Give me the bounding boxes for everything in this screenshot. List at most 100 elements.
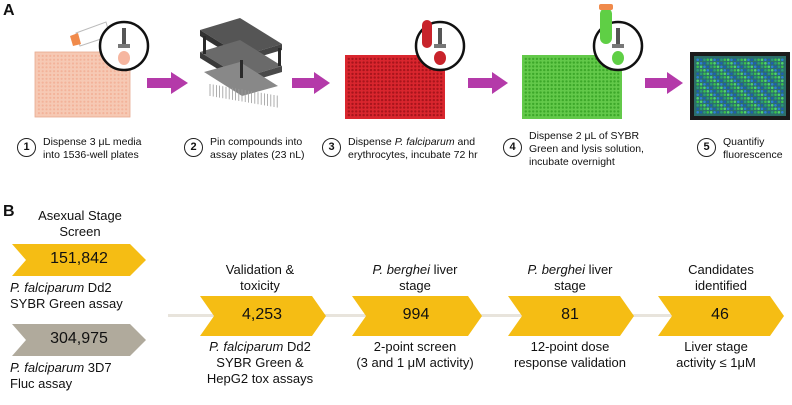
plate-well — [613, 95, 616, 98]
plate-well — [591, 91, 594, 94]
plate-well — [37, 108, 41, 111]
plate-well — [583, 106, 587, 109]
plate-well — [79, 96, 82, 99]
plate-well — [709, 79, 713, 83]
plate-well — [781, 76, 784, 79]
plate-well — [740, 100, 743, 104]
plate-well — [598, 87, 601, 91]
plate-well — [358, 95, 362, 98]
plate-well — [102, 62, 105, 65]
chevron-2-caption-line-2: Fluc assay — [10, 376, 73, 391]
plate-well — [743, 62, 747, 65]
plate-well — [532, 110, 535, 113]
plate-well — [770, 65, 774, 69]
plate-well — [703, 86, 706, 90]
plate-well — [554, 80, 557, 83]
plate-well — [580, 68, 583, 72]
plate-well — [49, 89, 52, 92]
plate-well — [557, 76, 561, 79]
plate-well — [428, 72, 432, 76]
chevron-1-caption-line-1: P. falciparum Dd2 — [10, 280, 180, 296]
plate-well — [102, 70, 105, 73]
plate-well — [403, 106, 406, 109]
plate-well — [377, 80, 380, 83]
plate-well — [774, 90, 777, 93]
step-5-line-2: fluorescence — [723, 149, 783, 161]
plate-well — [75, 100, 78, 103]
plate-well — [377, 98, 380, 102]
plate-well — [373, 72, 376, 76]
plate-well — [580, 87, 583, 91]
plate-well — [532, 95, 535, 98]
plate-well — [587, 76, 590, 79]
plate-well — [770, 97, 774, 100]
plate-well — [733, 76, 737, 79]
plate-well — [125, 85, 128, 88]
plate-well — [121, 92, 124, 96]
plate-well — [716, 97, 720, 100]
plate-well — [414, 61, 417, 64]
pin-tool-icon — [200, 18, 282, 108]
plate-well — [102, 92, 105, 96]
plate-well — [53, 108, 56, 111]
plate-well — [68, 77, 71, 80]
plate-well — [64, 62, 67, 65]
plate-well — [770, 58, 774, 62]
plate-well — [617, 110, 620, 113]
plate-well — [79, 89, 82, 92]
plate-well — [87, 54, 90, 58]
plate-well — [583, 91, 587, 94]
plate-well — [377, 113, 380, 117]
plate-well — [347, 65, 350, 68]
plate-well — [726, 107, 730, 111]
plate-well — [392, 113, 395, 117]
plate-well — [75, 96, 78, 99]
plate-well — [49, 73, 52, 77]
plate-well — [406, 95, 410, 98]
plate-well — [41, 112, 44, 115]
plate-well — [406, 83, 410, 87]
plate-well — [757, 107, 760, 111]
plate-well — [699, 83, 703, 86]
plate-well — [366, 95, 369, 98]
plate-well — [388, 68, 391, 72]
plate-well — [98, 104, 101, 107]
plate-well — [576, 102, 579, 106]
plate-well — [740, 97, 743, 100]
plate-well — [98, 77, 101, 80]
plate-well — [98, 73, 101, 77]
plate-well — [37, 58, 41, 61]
plate-well — [425, 91, 428, 94]
plate-well — [565, 68, 568, 72]
plate-well — [392, 98, 395, 102]
plate-well — [87, 70, 90, 73]
plate-well — [733, 111, 737, 114]
plate-well — [117, 92, 120, 96]
plate-well — [49, 100, 52, 103]
stage-4-caption-line-1: Liver stage — [684, 339, 748, 354]
plate-well — [753, 69, 757, 72]
plate-well — [713, 72, 716, 76]
plate-well — [440, 95, 443, 98]
plate-well — [706, 65, 710, 69]
plate-well — [777, 62, 781, 65]
plate-well — [440, 98, 443, 102]
plate-well — [68, 104, 71, 107]
plate-well — [613, 113, 616, 117]
plate-well — [106, 104, 109, 107]
arrow-4-icon — [645, 72, 683, 94]
plate-well — [392, 95, 395, 98]
plate-well — [753, 76, 757, 79]
plate-well — [106, 66, 109, 69]
plate-well — [733, 79, 737, 83]
plate-well — [64, 66, 67, 69]
plate-well — [53, 73, 56, 77]
stage-2-title-line-1: P. berghei liver — [345, 262, 485, 278]
plate-well — [410, 72, 413, 76]
plate-well — [56, 92, 60, 96]
plate-well — [781, 83, 784, 86]
chevron-1-species: P. falciparum — [10, 280, 85, 295]
plate-well — [730, 76, 733, 79]
plate-well — [49, 92, 52, 96]
plate-well — [366, 68, 369, 72]
